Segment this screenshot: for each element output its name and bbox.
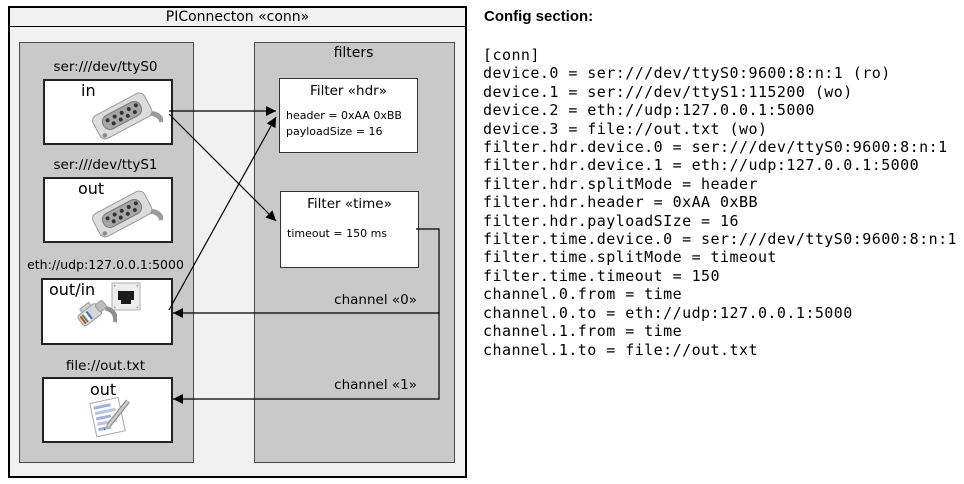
- config-line: device.2 = eth://udp:127.0.0.1:5000: [483, 101, 815, 120]
- device-box-ttys1: out: [43, 177, 173, 243]
- config-line: channel.0.from = time: [483, 285, 683, 304]
- config-line: filter.time.device.0 = ser:///dev/ttyS0:…: [483, 230, 958, 249]
- config-line: device.0 = ser:///dev/ttyS0:9600:8:n:1 (…: [483, 64, 891, 83]
- config-heading: Config section:: [484, 8, 594, 25]
- filter-box-hdr: Filter «hdr» header = 0xAA 0xBB payloadS…: [279, 78, 418, 153]
- channel-0-label: channel «0»: [334, 292, 417, 308]
- filter-time-property: timeout = 150 ms: [287, 227, 388, 240]
- config-line: [conn]: [483, 46, 540, 64]
- port-label: out: [90, 380, 117, 399]
- filters-panel-title: filters: [333, 45, 374, 61]
- config-line: device.1 = ser:///dev/ttyS1:115200 (wo): [483, 82, 853, 101]
- config-line: channel.0.to = eth://udp:127.0.0.1:5000: [483, 303, 853, 322]
- config-line: filter.hdr.splitMode = header: [483, 174, 758, 193]
- device-label-eth: eth://udp:127.0.0.1:5000: [27, 257, 184, 272]
- device-label-ttys1: ser:///dev/ttyS1: [53, 157, 158, 173]
- ethernet-cable-icon: [77, 300, 117, 327]
- config-lines: [conn]device.0 = ser:///dev/ttyS0:9600:8…: [483, 46, 964, 359]
- config-line: filter.hdr.device.0 = ser:///dev/ttyS0:9…: [483, 138, 948, 157]
- config-line: filter.hdr.device.1 = eth://udp:127.0.0.…: [483, 156, 920, 175]
- config-line: filter.time.timeout = 150: [483, 266, 721, 285]
- config-line: channel.1.to = file://out.txt: [483, 340, 758, 359]
- filter-box-time: Filter «time» timeout = 150 ms: [280, 191, 419, 268]
- device-label-file: file://out.txt: [65, 358, 146, 374]
- config-line: channel.1.from = time: [483, 322, 683, 341]
- device-label-ttys0: ser:///dev/ttyS0: [53, 59, 158, 75]
- filter-hdr-property: header = 0xAA 0xBB: [286, 109, 402, 122]
- config-line: filter.hdr.payloadSIze = 16: [483, 211, 739, 230]
- filter-time-title: Filter «time»: [307, 196, 392, 212]
- serial-connector-icon: [92, 190, 163, 238]
- diagram-title: PIConnecton «conn»: [10, 8, 465, 27]
- port-label: out: [78, 179, 105, 198]
- ethernet-jack-icon: [111, 282, 141, 311]
- serial-connector-icon: [92, 92, 163, 140]
- config-line: filter.hdr.header = 0xAA 0xBB: [483, 193, 758, 212]
- notepad-icon: [89, 396, 130, 438]
- config-line: device.3 = file://out.txt (wo): [483, 119, 768, 138]
- port-label: out/in: [49, 280, 96, 299]
- config-line: filter.time.splitMode = timeout: [483, 248, 777, 267]
- filter-hdr-property: payloadSize = 16: [286, 125, 383, 138]
- device-box-file: out: [42, 377, 173, 443]
- device-box-ttys0: in: [43, 79, 173, 145]
- device-box-eth: out/in: [41, 278, 173, 345]
- port-label: in: [81, 81, 96, 100]
- filter-hdr-title: Filter «hdr»: [310, 83, 387, 99]
- channel-1-label: channel «1»: [334, 377, 417, 393]
